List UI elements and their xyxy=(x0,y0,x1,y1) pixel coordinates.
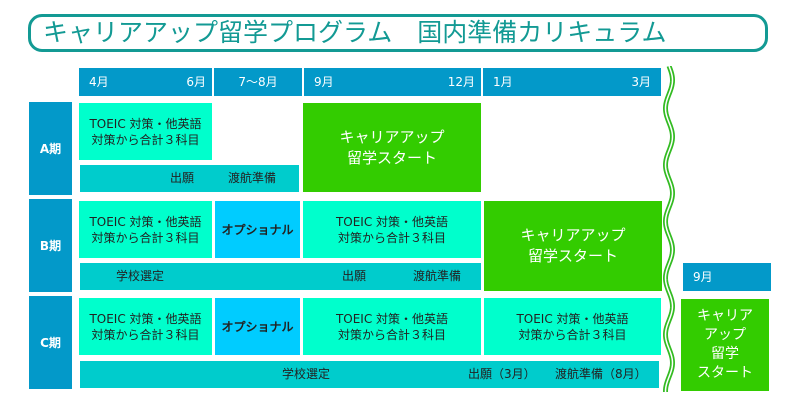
header-sep-final: 9月 xyxy=(683,263,771,291)
month-label: 3月 xyxy=(631,75,651,89)
toeic-block: TOEIC 対策・他英語対策から合計３科目 xyxy=(484,298,661,355)
optional-block: オプショナル xyxy=(215,298,300,355)
toeic-line1: TOEIC 対策・他英語 xyxy=(89,116,202,131)
toeic-block: TOEIC 対策・他英語対策から合計３科目 xyxy=(79,201,212,258)
study-start-a: キャリアアップ留学スタート xyxy=(303,103,481,192)
start-line2: 留学スタート xyxy=(346,148,437,167)
toeic-line1: TOEIC 対策・他英語 xyxy=(335,214,449,229)
toeic-line1: TOEIC 対策・他英語 xyxy=(516,311,629,326)
toeic-line2: 対策から合計３科目 xyxy=(91,327,200,342)
start-line1: キャリアアップ xyxy=(520,226,626,244)
start-line1: キャリアアップ xyxy=(339,127,445,146)
apply-label: 出願（3月） xyxy=(468,367,536,381)
apply-label: 出願 xyxy=(170,171,195,185)
start-line: 留学 xyxy=(711,346,739,362)
month-label: 1月 xyxy=(493,75,513,89)
toeic-line2: 対策から合計３科目 xyxy=(91,132,200,147)
month-label: 6月 xyxy=(186,75,206,89)
toeic-block: TOEIC 対策・他英語対策から合計３科目 xyxy=(79,298,212,355)
schedule-bar-a: 出願 渡航準備 xyxy=(80,165,299,192)
toeic-block: TOEIC 対策・他英語対策から合計３科目 xyxy=(303,201,481,258)
month-label: 4月 xyxy=(89,75,109,89)
study-start-c: キャリアアップ留学スタート xyxy=(681,299,769,391)
header-sep-dec: 9月 12月 xyxy=(304,68,481,96)
toeic-line1: TOEIC 対策・他英語 xyxy=(89,214,202,229)
toeic-block: TOEIC 対策・他英語対策から合計３科目 xyxy=(303,298,481,355)
schedule-bar-b: 学校選定 出願 渡航準備 xyxy=(80,263,481,290)
study-start-b: キャリアアップ留学スタート xyxy=(484,201,662,291)
toeic-line2: 対策から合計３科目 xyxy=(337,230,446,245)
schedule-bar-c: 学校選定 出願（3月） 渡航準備（8月） xyxy=(80,361,659,388)
month-label: 12月 xyxy=(447,75,475,89)
optional-block: オプショナル xyxy=(215,201,300,258)
prep-label: 渡航準備 xyxy=(413,269,462,283)
month-label: 9月 xyxy=(314,75,334,89)
header-jan-mar: 1月 3月 xyxy=(483,68,661,96)
toeic-block: TOEIC 対策・他英語対策から合計３科目 xyxy=(79,103,212,160)
toeic-line2: 対策から合計３科目 xyxy=(518,327,627,342)
page-title: キャリアアップ留学プログラム 国内準備カリキュラム xyxy=(28,14,768,52)
start-line2: 留学スタート xyxy=(527,247,618,265)
toeic-line2: 対策から合計３科目 xyxy=(91,230,200,245)
period-a-label: A期 xyxy=(29,102,72,195)
start-line: アップ xyxy=(704,327,746,343)
header-jul-aug: 7～8月 xyxy=(214,68,302,96)
apply-label: 出願 xyxy=(342,269,367,283)
header-apr-jun: 4月 6月 xyxy=(79,68,212,96)
toeic-line1: TOEIC 対策・他英語 xyxy=(335,311,449,326)
period-c-label: C期 xyxy=(29,296,72,389)
start-line: キャリア xyxy=(697,308,753,324)
school-label: 学校選定 xyxy=(282,367,331,381)
school-label: 学校選定 xyxy=(116,269,165,283)
toeic-line2: 対策から合計３科目 xyxy=(337,327,446,342)
prep-label: 渡航準備（8月） xyxy=(555,367,647,381)
start-line: スタート xyxy=(697,365,753,381)
wavy-separator xyxy=(662,66,676,392)
month-label: 9月 xyxy=(693,270,713,284)
prep-label: 渡航準備 xyxy=(228,171,277,185)
toeic-line1: TOEIC 対策・他英語 xyxy=(89,311,202,326)
period-b-label: B期 xyxy=(29,199,72,292)
